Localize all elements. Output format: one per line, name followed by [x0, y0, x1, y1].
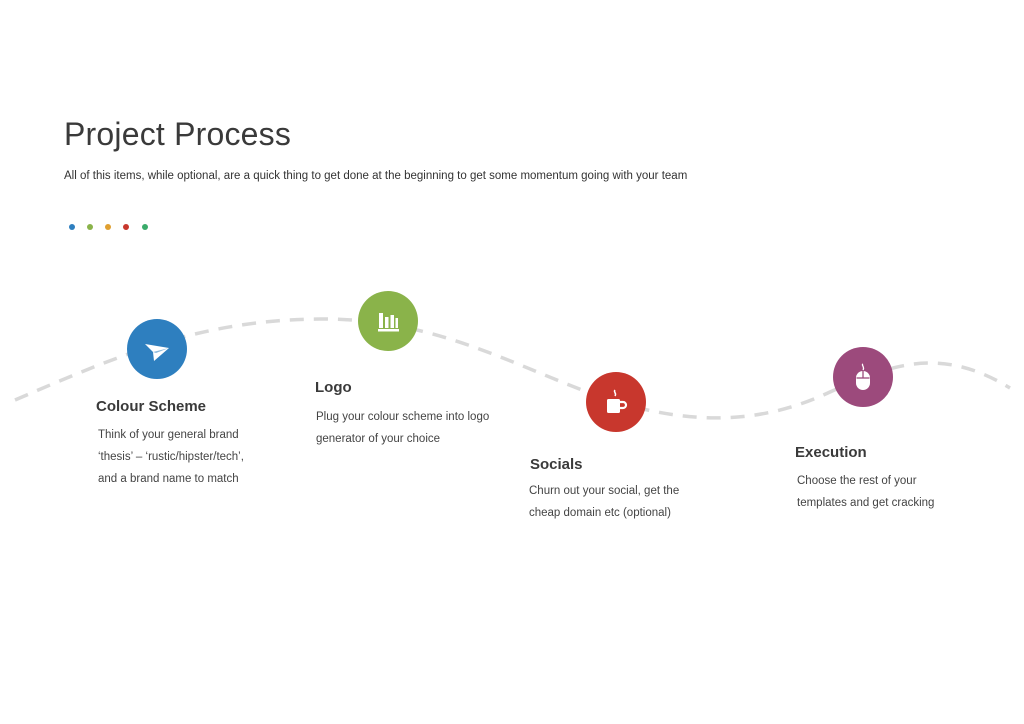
palette-dot-orange — [105, 224, 111, 230]
colour-scheme-description: Think of your general brand ‘thesis’ – ‘… — [98, 424, 244, 490]
logo-line: Plug your colour scheme into logo — [316, 411, 490, 423]
execution-line: templates and get cracking — [797, 497, 935, 509]
bar-chart-icon — [378, 313, 399, 332]
socials-line: cheap domain etc (optional) — [529, 507, 671, 519]
socials-description: Churn out your social, get the cheap dom… — [529, 480, 679, 524]
colour-scheme-circle — [127, 319, 187, 379]
logo-title: Logo — [315, 379, 352, 396]
execution-line: Choose the rest of your — [797, 475, 917, 487]
palette-dot-teal — [142, 224, 148, 230]
page-subtitle: All of this items, while optional, are a… — [64, 170, 688, 182]
page-title: Project Process — [64, 116, 292, 152]
coffee-cup-icon — [607, 389, 628, 413]
mouse-icon — [856, 363, 870, 390]
palette-dot-blue — [69, 224, 75, 230]
execution-description: Choose the rest of your templates and ge… — [797, 470, 934, 514]
socials-line: Churn out your social, get the — [529, 485, 680, 497]
palette-dot-green — [87, 224, 93, 230]
logo-line: generator of your choice — [316, 433, 441, 445]
socials-title: Socials — [530, 456, 583, 473]
colour-scheme-line: and a brand name to match — [98, 473, 239, 485]
palette-dot-red — [123, 224, 129, 230]
paper-plane-icon — [145, 344, 169, 361]
socials-circle — [586, 372, 646, 432]
logo-description: Plug your colour scheme into logo genera… — [316, 406, 489, 450]
colour-scheme-title: Colour Scheme — [96, 398, 207, 415]
colour-scheme-line: ‘thesis’ – ‘rustic/hipster/tech’, — [98, 451, 244, 463]
execution-title: Execution — [795, 444, 867, 461]
logo-circle — [358, 291, 418, 351]
colour-scheme-line: Think of your general brand — [98, 429, 239, 441]
execution-circle — [833, 347, 893, 407]
